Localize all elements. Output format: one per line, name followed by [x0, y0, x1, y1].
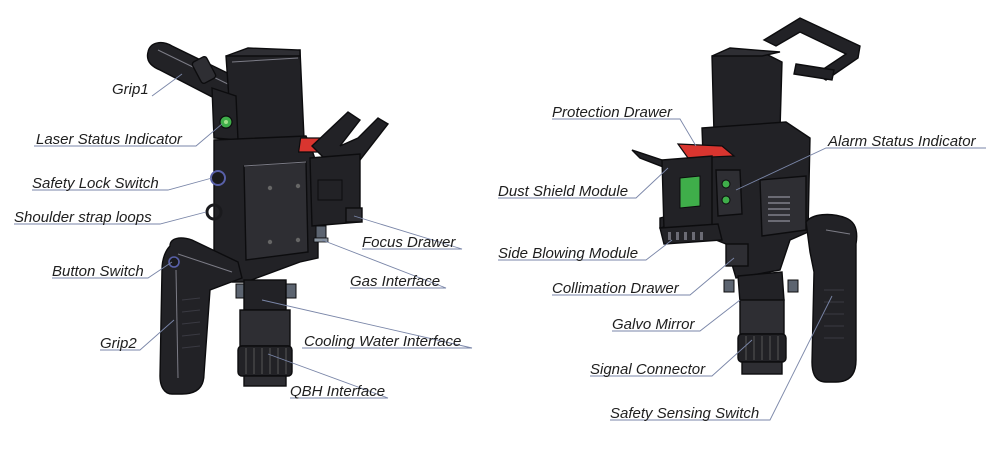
- focus-drawer: [309, 153, 363, 227]
- grip2-handle: [159, 237, 243, 395]
- label-cooling-water-interface: Cooling Water Interface: [304, 333, 461, 350]
- label-signal-connector: Signal Connector: [590, 361, 706, 378]
- leader-dust-shield: [498, 167, 669, 199]
- label-grip1: Grip1: [112, 81, 149, 98]
- top-motor-box: [225, 47, 305, 143]
- qbh-connector: [237, 279, 293, 387]
- leader-side-blowing: [498, 239, 673, 261]
- leader-signal-connector: [590, 339, 753, 377]
- button-switch: [168, 256, 180, 268]
- label-shoulder-strap-loops: Shoulder strap loops: [14, 209, 152, 226]
- leader-gas-interface: [321, 239, 447, 289]
- label-dust-shield-module: Dust Shield Module: [498, 183, 628, 200]
- right-main-body: [701, 121, 811, 279]
- leader-laser-status: [34, 123, 223, 147]
- alarm-status-indicator: [715, 169, 743, 217]
- label-laser-status-indicator: Laser Status Indicator: [36, 131, 183, 148]
- leader-qbh: [267, 353, 389, 399]
- right-top-motor-box: [711, 47, 783, 135]
- label-grip2: Grip2: [100, 335, 137, 352]
- dust-shield-module: [631, 149, 713, 231]
- label-focus-drawer: Focus Drawer: [362, 234, 456, 251]
- leader-grip2: [100, 319, 175, 351]
- label-alarm-status-indicator: Alarm Status Indicator: [827, 133, 977, 150]
- leader-safety-sensing: [610, 295, 833, 421]
- label-button-switch: Button Switch: [52, 263, 144, 280]
- side-blowing-module: [659, 223, 723, 245]
- leader-focus-drawer: [353, 215, 463, 250]
- galvo-mirror: [737, 271, 785, 335]
- right-device: [631, 17, 861, 383]
- gas-interface: [313, 225, 329, 243]
- leader-lines: [14, 73, 986, 421]
- label-protection-drawer: Protection Drawer: [552, 104, 673, 121]
- leader-shoulder-strap: [14, 211, 207, 225]
- rear-top-handle: [762, 17, 861, 81]
- leader-protection-drawer: [552, 118, 697, 147]
- label-collimation-drawer: Collimation Drawer: [552, 280, 680, 297]
- label-gas-interface: Gas Interface: [350, 273, 440, 290]
- label-side-blowing-module: Side Blowing Module: [498, 245, 638, 262]
- shoulder-strap-loop: [205, 203, 223, 221]
- leader-safety-lock: [32, 177, 213, 191]
- label-safety-sensing-switch: Safety Sensing Switch: [610, 405, 759, 422]
- leader-alarm-status: [735, 147, 986, 191]
- label-qbh-interface: QBH Interface: [290, 383, 385, 400]
- leader-button-switch: [52, 261, 173, 279]
- laser-status-indicator: [211, 87, 239, 141]
- label-safety-lock-switch: Safety Lock Switch: [32, 175, 159, 192]
- labels: Grip1 Laser Status Indicator Safety Lock…: [14, 81, 977, 422]
- dust-shield-left: [310, 111, 390, 161]
- main-body: [213, 135, 319, 283]
- leader-grip1: [151, 73, 183, 97]
- leader-galvo: [612, 299, 741, 332]
- label-galvo-mirror: Galvo Mirror: [612, 316, 696, 333]
- signal-connector: [737, 333, 787, 375]
- protection-drawer: [676, 143, 736, 159]
- left-device: [146, 41, 390, 395]
- leader-collimation: [552, 257, 735, 296]
- leader-cooling-water: [261, 299, 473, 349]
- safety-lock-switch: [210, 170, 226, 186]
